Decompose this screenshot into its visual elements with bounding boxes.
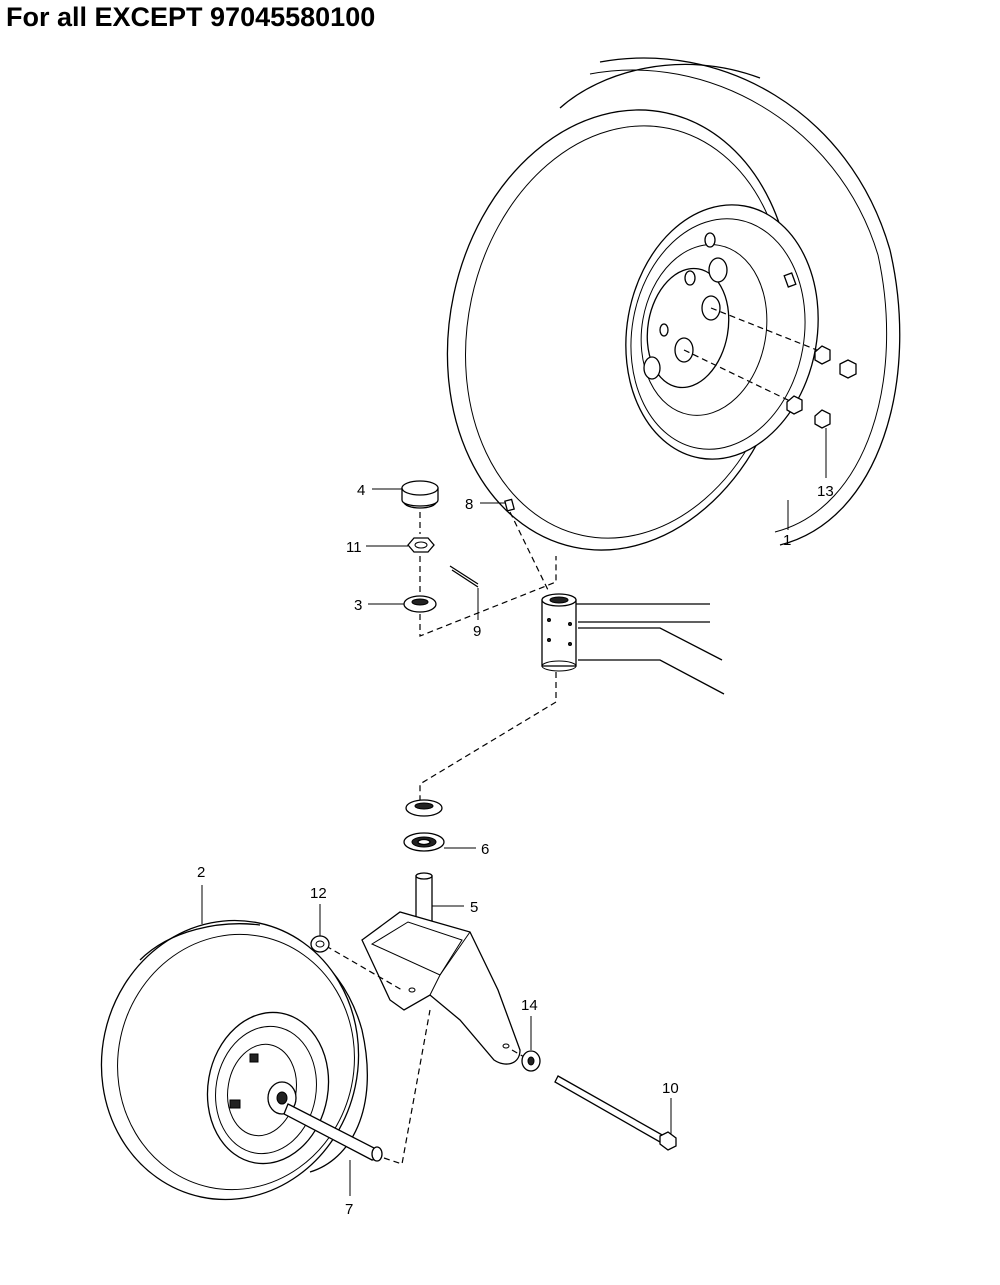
callout-1: 1 — [783, 532, 791, 549]
rear-wheel — [446, 57, 901, 551]
caster-hardware — [310, 935, 677, 1151]
callout-leaders — [201, 428, 827, 1196]
hub-parts — [401, 480, 557, 637]
callout-8: 8 — [465, 496, 473, 513]
caster-yoke — [325, 911, 527, 1065]
callout-9: 9 — [473, 623, 481, 640]
callout-2: 2 — [197, 864, 205, 881]
callout-3: 3 — [354, 597, 362, 614]
callout-11: 11 — [346, 539, 362, 556]
callout-6: 6 — [481, 841, 489, 858]
callout-10: 10 — [662, 1080, 679, 1097]
callout-5: 5 — [470, 899, 478, 916]
lug-nuts — [786, 345, 857, 429]
frame-tube — [419, 593, 725, 800]
callout-14: 14 — [521, 997, 538, 1014]
callout-7: 7 — [345, 1201, 353, 1218]
callout-12: 12 — [310, 885, 327, 902]
caster-wheel — [100, 919, 431, 1201]
callout-labels: 1 2 3 4 5 6 7 8 9 10 11 12 13 14 — [197, 482, 834, 1218]
callout-4: 4 — [357, 482, 365, 499]
page-title: For all EXCEPT 97045580100 — [6, 2, 376, 32]
callout-13: 13 — [817, 483, 834, 500]
